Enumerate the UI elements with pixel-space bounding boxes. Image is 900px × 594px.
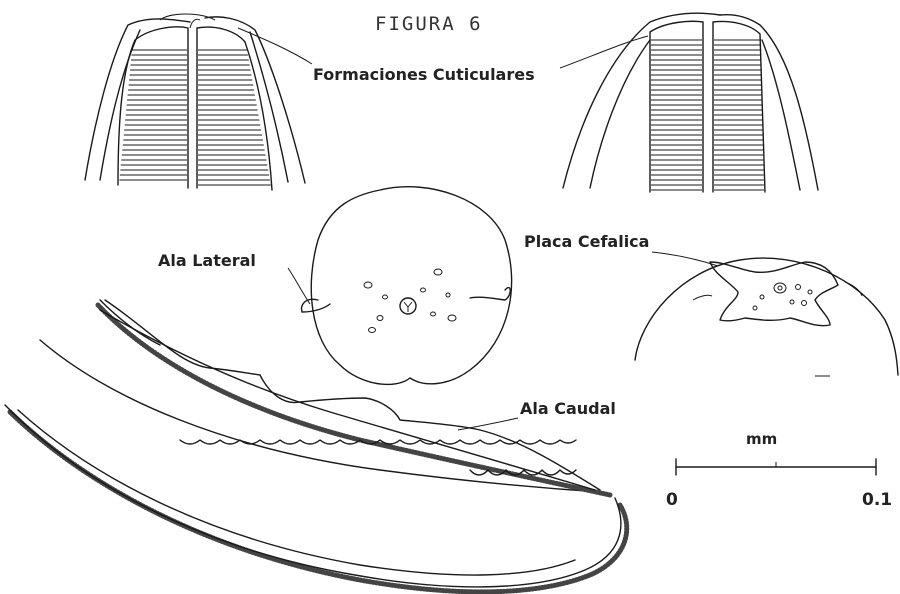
figure-title: FIGURA 6 bbox=[375, 13, 483, 35]
anterior-end-right bbox=[563, 13, 818, 192]
caudal-region bbox=[5, 300, 627, 592]
leader-cephalic-plate bbox=[652, 252, 718, 266]
stippled-cuticle-outer bbox=[10, 412, 627, 592]
scale-bar: mm 0 0.1 bbox=[666, 430, 892, 510]
leader-cuticular-left bbox=[238, 28, 312, 64]
leader-caudal-ala bbox=[458, 418, 518, 430]
anterior-end-left bbox=[85, 14, 305, 190]
cephalic-plate bbox=[710, 262, 838, 326]
label-cuticular-formations: Formaciones Cuticulares bbox=[313, 65, 535, 84]
caudal-ala-outline bbox=[105, 300, 600, 490]
label-caudal-ala: Ala Caudal bbox=[520, 399, 616, 418]
striated-oesophagus-right bbox=[650, 21, 765, 192]
lateral-ala-right bbox=[470, 288, 510, 300]
label-lateral-ala: Ala Lateral bbox=[158, 251, 256, 270]
label-cephalic-plate: Placa Cefalica bbox=[524, 232, 649, 251]
scale-bar-start: 0 bbox=[666, 490, 678, 510]
leader-lateral-ala bbox=[288, 268, 310, 304]
scale-bar-unit: mm bbox=[746, 430, 777, 448]
scale-bar-end: 0.1 bbox=[862, 490, 892, 510]
cross-section bbox=[302, 187, 512, 385]
cephalic-view bbox=[635, 258, 898, 376]
striated-oesophagus-left bbox=[118, 27, 272, 190]
lateral-ala-left bbox=[302, 299, 330, 312]
